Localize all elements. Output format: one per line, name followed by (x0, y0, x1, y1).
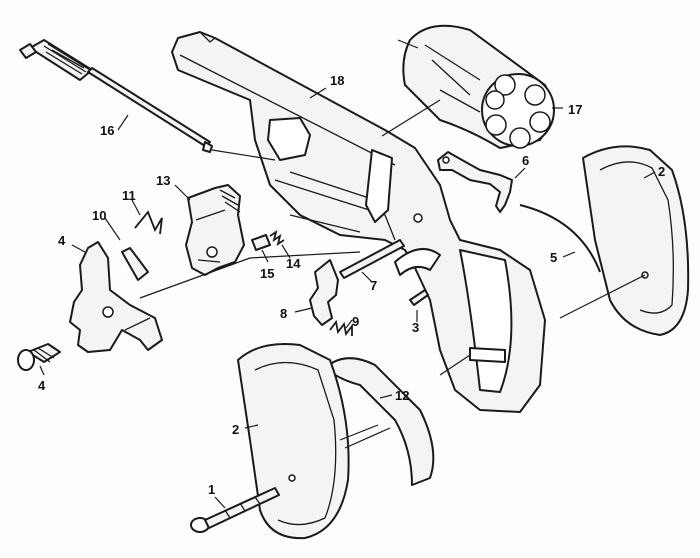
part-16-firing-pin (251, 234, 271, 251)
part-9-trigger (309, 259, 339, 326)
part-7-hand (437, 151, 513, 213)
callout-4: 4 (38, 378, 46, 393)
callout-11: 10 (92, 208, 106, 223)
part-10-trigger-spring (329, 319, 353, 337)
assembly-lines (139, 99, 471, 449)
part-17-cylinder-pin (19, 39, 213, 153)
callout-19: 18 (330, 73, 344, 88)
callout-2-right: 2 (658, 164, 665, 179)
part-5-side-plate (69, 241, 163, 353)
callout-12: 11 (122, 188, 136, 203)
part-18-cylinder (397, 24, 555, 149)
callout-leaders (39, 87, 656, 509)
callout-6: 3 (412, 320, 419, 335)
part-8-trigger-pin (339, 239, 405, 279)
part-4-side-plate-screw (17, 343, 61, 371)
part-15-firing-pin-spring (269, 229, 285, 247)
callout-16: 15 (260, 266, 274, 281)
callout-1: 1 (208, 482, 215, 497)
callout-labels: 16 18 17 6 2 5 13 11 10 4 15 14 7 8 9 3 … (38, 73, 665, 497)
part-12-spring (134, 210, 163, 235)
part-2-grip-panel-left (237, 343, 379, 540)
callout-8: 7 (370, 278, 377, 293)
part-19-frame (171, 31, 546, 413)
callout-18: 17 (568, 102, 582, 117)
callout-3: 5 (550, 250, 557, 265)
callout-9: 8 (280, 306, 287, 321)
callout-10: 9 (352, 314, 359, 329)
part-13-grip-strap (324, 357, 435, 486)
part-3-spring-wire (519, 204, 601, 273)
part-2-grip-panel-right (559, 145, 690, 336)
part-1-grip-screw (190, 487, 280, 533)
callout-17: 16 (100, 123, 114, 138)
callout-5: 4 (58, 233, 66, 248)
callout-13: 12 (395, 388, 409, 403)
part-14-hammer (185, 184, 245, 276)
callout-14: 13 (156, 173, 170, 188)
callout-15: 14 (286, 256, 301, 271)
callout-7: 6 (522, 153, 529, 168)
callout-2-left: 2 (232, 422, 239, 437)
part-6-pin (409, 289, 429, 306)
part-11-trigger-stop (121, 247, 149, 281)
